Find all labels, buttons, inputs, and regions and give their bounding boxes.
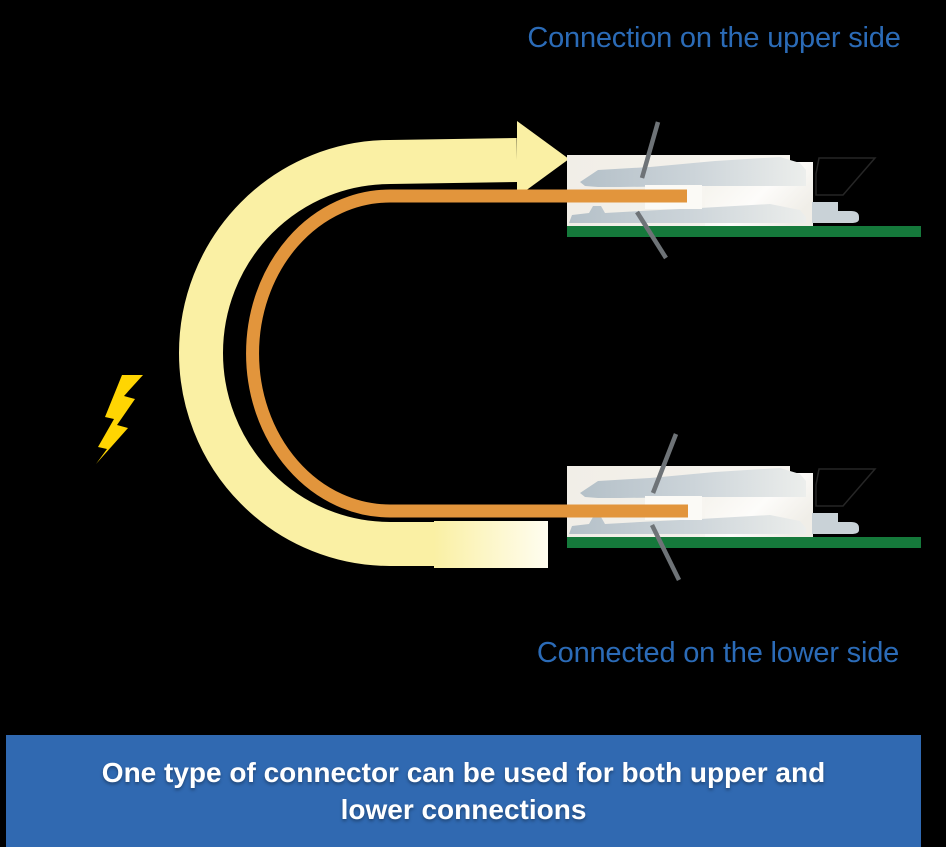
u-turn-arrow-tail-fade — [434, 521, 548, 568]
lightning-bolt-icon — [96, 375, 143, 464]
lower-leader-line-bottom — [649, 524, 682, 581]
u-turn-arrow-head — [517, 121, 569, 197]
caption-line-1: One type of connector can be used for bo… — [101, 757, 826, 788]
upper-connection-title: Connection on the upper side — [527, 22, 901, 54]
upper-leader-line-top — [639, 121, 661, 179]
ffc-cable — [246, 189, 688, 518]
caption-line-2: lower connections — [340, 794, 587, 825]
lower-leader-line-top — [650, 433, 679, 494]
lower-connection-title: Connected on the lower side — [536, 637, 900, 669]
upper-leader-line-bottom — [635, 210, 668, 260]
caption-banner: One type of connector can be used for bo… — [6, 735, 921, 847]
u-turn-arrow-band — [179, 138, 546, 566]
u-turn-arrow-icon — [179, 121, 569, 568]
